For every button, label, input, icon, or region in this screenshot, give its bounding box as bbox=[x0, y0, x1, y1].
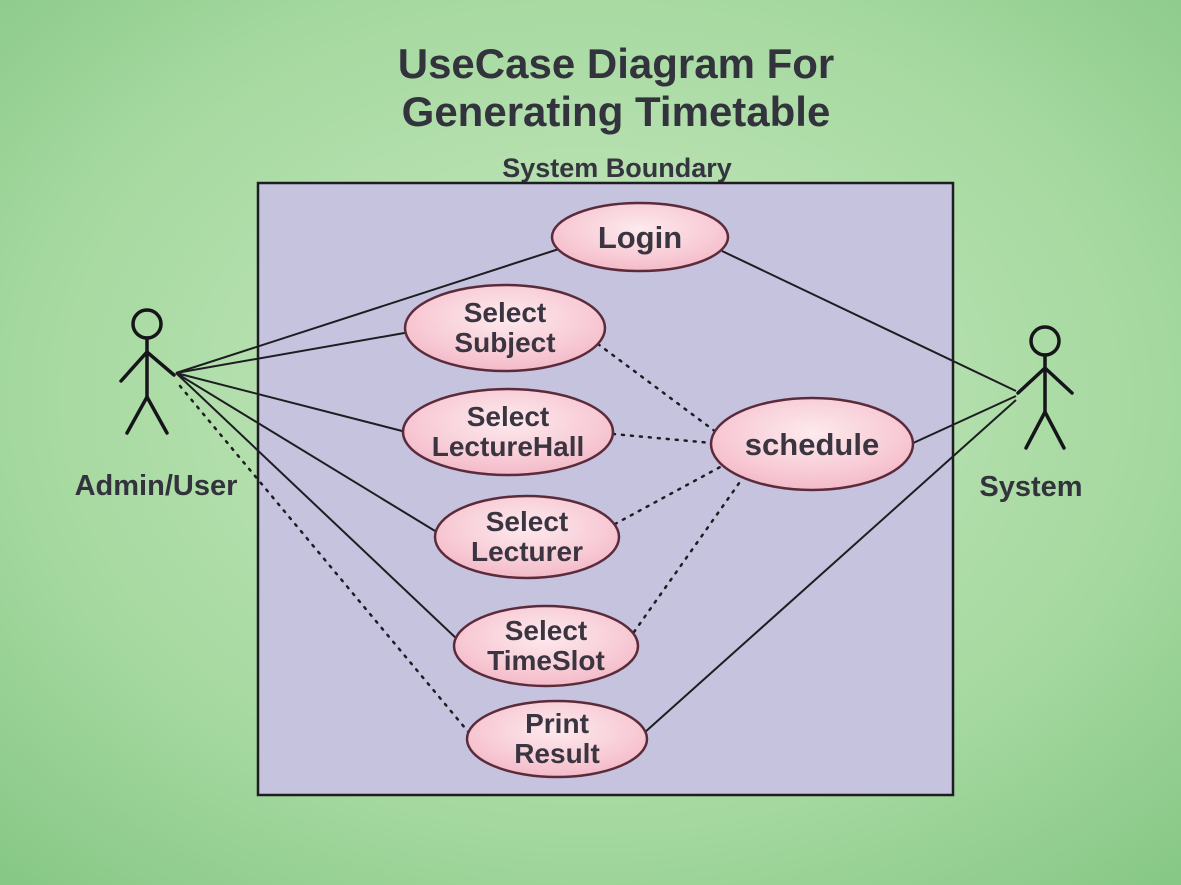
usecase-print-result: Print Result bbox=[465, 699, 649, 779]
usecase-select-lecturer: Select Lecturer bbox=[433, 494, 621, 580]
usecase-select-subject: Select Subject bbox=[403, 283, 607, 373]
usecase-select-lecturehall-line1: Select bbox=[467, 401, 550, 432]
actor-admin-icon bbox=[119, 308, 176, 435]
edge-select-lecturer-schedule bbox=[613, 464, 724, 526]
usecase-select-subject-line2: Subject bbox=[454, 327, 555, 358]
usecase-select-lecturer-shape bbox=[433, 494, 621, 580]
usecase-select-lecturer-line1: Select bbox=[486, 506, 569, 537]
actor-leg-right bbox=[145, 395, 169, 435]
edge-login-system bbox=[721, 250, 1017, 392]
edge-admin-print-result-dotted bbox=[178, 384, 472, 736]
usecase-select-timeslot-shape bbox=[452, 604, 640, 688]
actor-arm-right bbox=[145, 350, 176, 377]
usecase-schedule-shape bbox=[709, 396, 915, 492]
usecase-print-result-line2: Result bbox=[514, 738, 600, 769]
actor-leg-left bbox=[125, 395, 149, 435]
usecase-select-subject-line1: Select bbox=[464, 297, 547, 328]
usecase-select-lecturehall: Select LectureHall bbox=[401, 387, 615, 477]
edge-admin-login bbox=[175, 247, 563, 374]
system-associations bbox=[643, 250, 1017, 734]
usecase-schedule-label: schedule bbox=[745, 427, 879, 462]
usecase-select-timeslot-line2: TimeSlot bbox=[487, 645, 605, 676]
edge-select-subject-schedule bbox=[596, 342, 718, 434]
usecase-login-label: Login bbox=[598, 220, 682, 255]
edge-admin-select-lecturehall bbox=[175, 372, 407, 433]
admin-associations bbox=[175, 247, 563, 736]
actor-arm-left bbox=[1016, 366, 1047, 395]
usecase-select-lecturer-line2: Lecturer bbox=[471, 536, 583, 567]
usecase-select-lecturehall-line2: LectureHall bbox=[432, 431, 585, 462]
system-boundary-box bbox=[256, 181, 955, 797]
usecase-select-timeslot-line1: Select bbox=[505, 615, 588, 646]
actor-system-icon bbox=[1016, 325, 1074, 450]
edge-print-result-system bbox=[643, 399, 1017, 734]
edge-schedule-system bbox=[910, 395, 1017, 445]
edge-admin-select-subject bbox=[175, 331, 411, 374]
actor-system-label: System bbox=[979, 471, 1082, 503]
actor-leg-right bbox=[1043, 410, 1066, 450]
usecase-select-timeslot: Select TimeSlot bbox=[452, 604, 640, 688]
usecase-print-result-line1: Print bbox=[525, 708, 589, 739]
system-boundary-label: System Boundary bbox=[502, 153, 732, 183]
usecase-select-subject-shape bbox=[403, 283, 607, 373]
edge-admin-select-lecturer bbox=[175, 372, 441, 535]
actor-arm-left bbox=[119, 350, 149, 383]
diagram-title-line1: UseCase Diagram For bbox=[398, 40, 835, 87]
schedule-dependencies bbox=[596, 342, 744, 634]
actor-leg-left bbox=[1024, 410, 1047, 450]
edge-select-timeslot-schedule bbox=[632, 477, 744, 634]
edge-select-lecturehall-schedule bbox=[611, 432, 714, 445]
usecase-schedule: schedule bbox=[709, 396, 915, 492]
usecase-login: Login bbox=[550, 201, 730, 273]
usecase-select-lecturehall-shape bbox=[401, 387, 615, 477]
actor-admin-label: Admin/User bbox=[75, 470, 238, 502]
diagram-title-line2: Generating Timetable bbox=[402, 88, 831, 135]
actor-arm-right bbox=[1043, 366, 1074, 395]
actor-admin-user: Admin/User bbox=[75, 308, 238, 502]
usecase-login-shape bbox=[550, 201, 730, 273]
actor-system: System bbox=[979, 325, 1083, 503]
edge-admin-select-timeslot bbox=[175, 372, 459, 641]
usecase-print-result-shape bbox=[465, 699, 649, 779]
